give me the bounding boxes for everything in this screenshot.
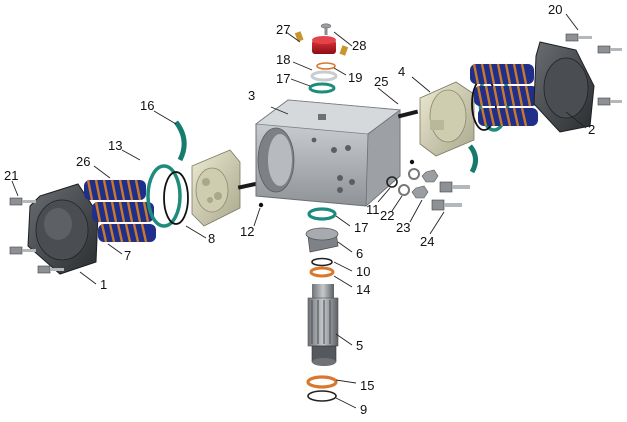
spring xyxy=(474,85,538,107)
callout-12: 12 xyxy=(240,224,254,239)
pin-12 xyxy=(237,181,257,190)
callout-13: 13 xyxy=(108,138,122,153)
washer-15 xyxy=(306,375,338,389)
left-cap-bolts xyxy=(9,197,64,274)
washer-14 xyxy=(309,266,335,278)
o-ring-11 xyxy=(386,176,398,188)
guide-strip-right xyxy=(468,144,478,174)
spring xyxy=(84,179,146,201)
leader-lines xyxy=(11,13,587,409)
actuator-housing xyxy=(254,99,402,207)
callout-9: 9 xyxy=(360,402,367,417)
guide-strip-16 xyxy=(173,120,187,162)
adjusting-bolt-24b xyxy=(431,199,462,211)
callout-24: 24 xyxy=(420,234,434,249)
right-piston xyxy=(419,81,475,157)
callout-16: 16 xyxy=(140,98,154,113)
circlip-19 xyxy=(316,62,336,70)
bolt xyxy=(565,33,592,42)
bolt xyxy=(597,97,622,106)
callout-1: 1 xyxy=(100,277,107,292)
callout-22: 22 xyxy=(380,208,394,223)
indicator-screw xyxy=(320,23,332,35)
callout-28: 28 xyxy=(352,38,366,53)
o-ring-17-top xyxy=(308,82,336,94)
pin-25 xyxy=(397,109,419,119)
left-end-cap xyxy=(27,183,99,275)
bolt xyxy=(597,45,622,54)
callout-10: 10 xyxy=(356,264,370,279)
left-spring-set xyxy=(84,179,156,243)
callout-20: 20 xyxy=(548,2,562,17)
ball-12 xyxy=(258,202,264,208)
nut-23b xyxy=(411,185,429,199)
callout-labels: 1 2 3 4 5 6 7 8 9 10 11 12 13 14 15 16 1… xyxy=(4,2,595,417)
ball-11 xyxy=(409,159,415,165)
callout-25: 25 xyxy=(374,74,388,89)
callout-17-top: 17 xyxy=(276,71,290,86)
callout-15: 15 xyxy=(360,378,374,393)
o-ring-10 xyxy=(311,257,333,267)
washer-18 xyxy=(310,70,338,82)
callout-2: 2 xyxy=(588,122,595,137)
bolt xyxy=(9,197,36,206)
pinion-shaft-5 xyxy=(307,284,339,366)
washer-22b xyxy=(398,184,410,196)
bolt xyxy=(37,265,64,274)
callout-3: 3 xyxy=(248,88,255,103)
callout-5: 5 xyxy=(356,338,363,353)
callout-18: 18 xyxy=(276,52,290,67)
o-ring-17-bottom xyxy=(307,207,337,221)
callout-17-bottom: 17 xyxy=(354,220,368,235)
o-ring-13 xyxy=(146,164,182,228)
callout-21: 21 xyxy=(4,168,18,183)
nut-23a xyxy=(421,169,439,183)
right-end-cap xyxy=(533,41,595,133)
spring xyxy=(478,107,538,127)
spring xyxy=(92,201,154,223)
callout-14: 14 xyxy=(356,282,370,297)
callout-7: 7 xyxy=(124,248,131,263)
position-indicator xyxy=(294,31,349,56)
callout-23: 23 xyxy=(396,220,410,235)
spring xyxy=(470,63,534,85)
o-ring-9 xyxy=(307,390,337,402)
o-ring-7 xyxy=(163,171,189,225)
callout-26: 26 xyxy=(76,154,90,169)
adjusting-bolt-24a xyxy=(439,181,470,193)
callout-8: 8 xyxy=(208,231,215,246)
right-spring-set xyxy=(470,63,538,127)
callout-11: 11 xyxy=(366,202,380,217)
bolt xyxy=(9,246,36,255)
right-cap-bolts xyxy=(565,33,622,106)
left-piston xyxy=(191,149,241,227)
callout-6: 6 xyxy=(356,246,363,261)
spring xyxy=(98,223,156,243)
callout-19: 19 xyxy=(348,70,362,85)
washer-22a xyxy=(408,168,420,180)
callout-4: 4 xyxy=(398,64,405,79)
bearing-6 xyxy=(305,227,339,253)
callout-27: 27 xyxy=(276,22,290,37)
